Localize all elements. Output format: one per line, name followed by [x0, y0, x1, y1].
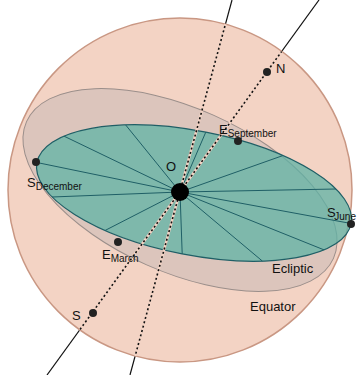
point-subscript: September	[228, 129, 277, 139]
pole-label: N	[276, 62, 285, 75]
point-label: E	[102, 248, 111, 261]
point-label: S	[27, 176, 36, 189]
ecliptic-spoke	[180, 192, 182, 254]
pole-label: S	[72, 309, 81, 322]
equinox-point	[114, 238, 122, 246]
point-label: E	[219, 123, 228, 136]
earth-center	[171, 183, 189, 201]
ecliptic-spoke	[126, 125, 180, 192]
polar-axis-dotted	[47, 0, 319, 375]
ecliptic-spoke	[52, 192, 180, 197]
solstice-point	[32, 158, 40, 166]
point-subscript: June	[334, 212, 356, 222]
origin-label: O	[166, 160, 176, 173]
plane-label: Ecliptic	[272, 262, 313, 275]
ecliptic-spokes	[37, 125, 351, 261]
plane-label: Equator	[250, 300, 296, 313]
ecliptic-plane	[25, 102, 358, 285]
ecliptic-spoke	[105, 192, 180, 230]
axis-mask	[130, 0, 232, 375]
ecliptic-axis-dotted	[130, 0, 232, 375]
ecliptic-spoke	[180, 189, 336, 192]
celestial-sphere	[8, 18, 352, 362]
point-subscript: December	[36, 182, 82, 192]
ecliptic-spoke	[180, 156, 283, 192]
south-pole-point	[89, 309, 97, 317]
equator-plane	[0, 47, 358, 333]
ecliptic-spoke	[180, 192, 324, 250]
ecliptic-spoke	[180, 192, 351, 224]
axis-mask	[47, 0, 319, 375]
ecliptic-spoke	[180, 192, 262, 261]
north-pole-point	[263, 68, 271, 76]
point-subscript: March	[111, 254, 139, 264]
